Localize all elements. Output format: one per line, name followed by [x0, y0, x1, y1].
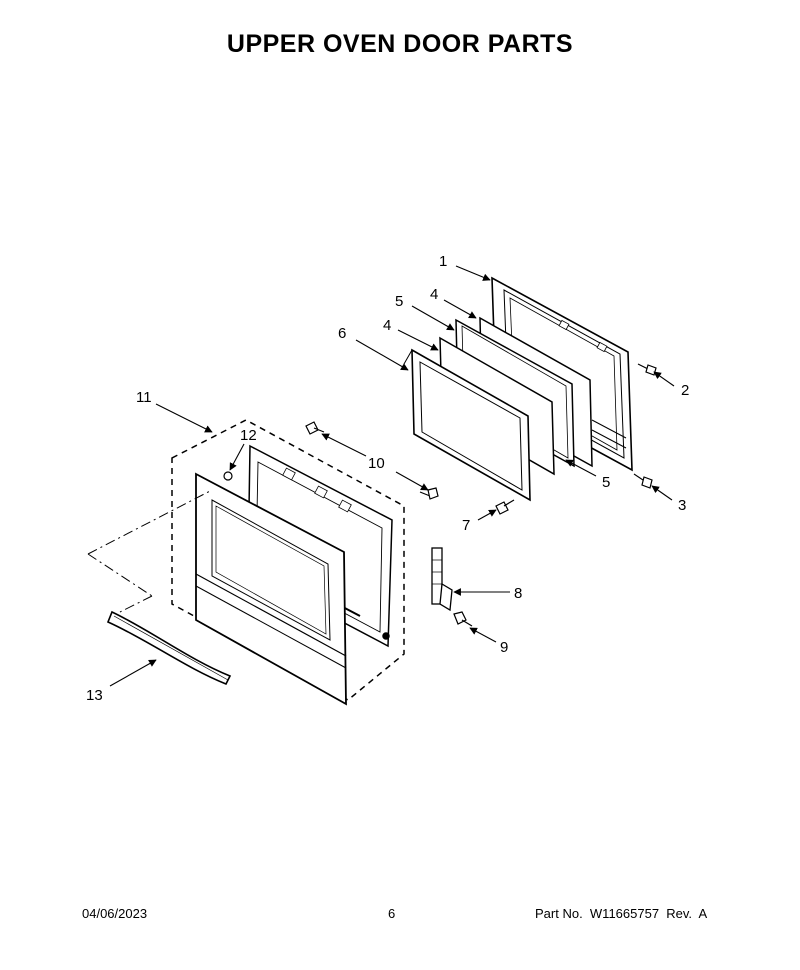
page-title: UPPER OVEN DOOR PARTS — [226, 30, 574, 58]
screw-part-7 — [495, 499, 515, 515]
callout-8: 8 — [514, 585, 522, 602]
part-12-cap — [223, 471, 233, 481]
part-8-hinge — [431, 547, 453, 612]
callout-2: 2 — [681, 382, 689, 399]
outer-door-panel — [195, 472, 347, 706]
callout-7: 7 — [462, 517, 470, 534]
screw-part-3 — [633, 473, 653, 489]
callout-11: 11 — [136, 389, 152, 406]
callout-10: 10 — [368, 455, 385, 472]
screw-part-2 — [637, 363, 657, 376]
handle-alignment-lines — [87, 489, 213, 613]
callout-1: 1 — [439, 253, 447, 270]
part-6-glass-retainer — [403, 348, 531, 502]
screw-part-10-a — [305, 421, 325, 435]
callout-4-front: 4 — [383, 317, 391, 334]
part-11-assembly-outline — [171, 419, 405, 701]
callout-5-lower: 5 — [602, 474, 610, 491]
footer-page-number: 6 — [388, 906, 396, 921]
callout-5-rear: 5 — [395, 293, 403, 310]
callout-13: 13 — [86, 687, 103, 704]
callout-4-rear: 4 — [430, 286, 438, 303]
screw-part-10-b — [419, 487, 439, 500]
part-9-hinge-screw — [453, 611, 473, 627]
footer-part-number: Part No. W11665757 Rev. A — [535, 906, 708, 921]
callout-12: 12 — [240, 427, 257, 444]
part-13-handle — [106, 610, 232, 686]
footer-date: 04/06/2023 — [82, 906, 148, 921]
callout-3: 3 — [678, 497, 686, 514]
callout-6: 6 — [338, 325, 346, 342]
leader-lines — [109, 265, 675, 687]
callout-9: 9 — [500, 639, 508, 656]
